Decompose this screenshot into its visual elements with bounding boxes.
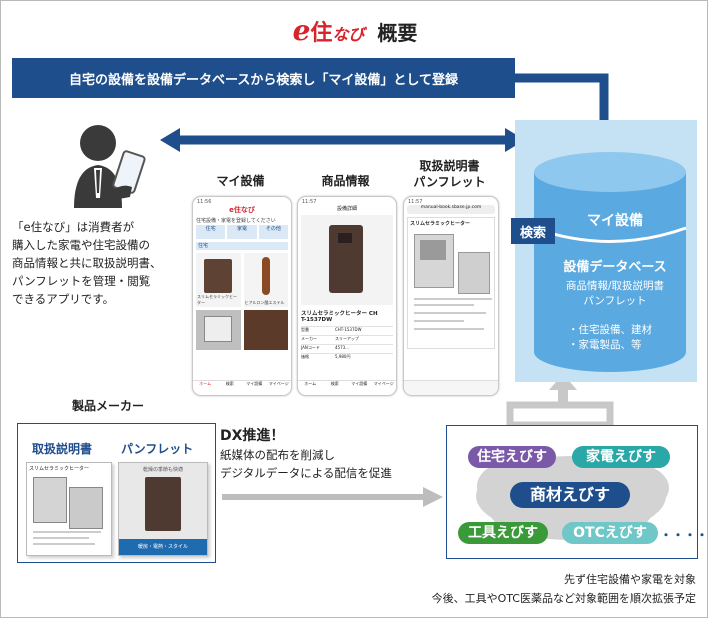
product-photo xyxy=(301,215,393,305)
statusbar-time: 11:57 xyxy=(408,199,423,205)
paper-manual: スリムセラミックヒーター xyxy=(26,462,112,556)
spec-value: スリーアップ xyxy=(335,336,359,341)
footer-line2: 今後、工具やOTC医薬品など対象範囲を順次拡張予定 xyxy=(431,592,696,605)
dx-arrowhead xyxy=(423,487,443,507)
category-bar[interactable]: 住宅 xyxy=(196,242,288,250)
manual-document: スリムセラミックヒーター xyxy=(407,217,495,349)
spec-value: CHT-1537DW xyxy=(335,327,362,332)
db-my-equipment: マイ設備 xyxy=(587,213,643,229)
equipment-card-name: ヒアルロン酸エステル xyxy=(244,300,285,305)
maker-box: 取扱説明書 パンフレット スリムセラミックヒーター 乾燥の季節も快適 暖房・電熱… xyxy=(17,423,216,563)
double-arrow-left-head xyxy=(160,128,180,152)
service-materials: 商材えびす xyxy=(510,482,630,508)
description-line: 「e住なび」は消費者が xyxy=(12,220,135,234)
db-bullet1: ・住宅設備、建材 xyxy=(568,324,652,336)
manual-label-line1: 取扱説明書 xyxy=(419,159,480,173)
paper-pamphlet: 乾燥の季節も快適 暖房・電熱・スタイル xyxy=(118,462,208,556)
phone-manual: 11:57 manual-book.sbase.jp.com スリムセラミックヒ… xyxy=(403,196,499,396)
pamphlet-bottom-text: 暖房・電熱・スタイル xyxy=(119,539,207,555)
description-line: パンフレットを管理・閲覧 xyxy=(12,274,151,288)
description-line: 購入した家電や住宅設備の xyxy=(12,238,150,252)
statusbar-time: 11:57 xyxy=(302,199,317,205)
nav-my-equipment[interactable]: マイ設備 xyxy=(246,381,263,386)
manual-doc-title: スリムセラミックヒーター xyxy=(410,221,471,227)
manual-label: 取扱説明書 パンフレット xyxy=(402,158,497,190)
service-housing: 住宅えびす xyxy=(468,446,556,468)
description-line: 商品情報と共に取扱説明書、 xyxy=(12,256,162,270)
page-title: e住なび 概要 xyxy=(0,14,710,47)
service-otc: OTCえびす xyxy=(562,522,658,544)
services-up-arrowhead xyxy=(549,374,577,390)
app-description: 「e住なび」は消費者が 購入した家電や住宅設備の 商品情報と共に取扱説明書、 パ… xyxy=(12,218,180,308)
spec-key: JANコード xyxy=(301,345,320,350)
dx-text: 紙媒体の配布を削減し デジタルデータによる配信を促進 xyxy=(220,446,392,482)
manual-label-line2: パンフレット xyxy=(413,175,486,189)
spec-value: 4573... xyxy=(335,345,349,350)
spec-key: 価格 xyxy=(301,354,309,359)
logo-nabi: なび xyxy=(332,25,365,44)
tab-housing[interactable]: 住宅 xyxy=(196,225,226,239)
nav-my-page[interactable]: マイページ xyxy=(268,381,289,386)
dx-line2: デジタルデータによる配信を促進 xyxy=(220,466,392,480)
db-title: 設備データベース xyxy=(563,260,667,275)
db-bullet2: ・家電製品、等 xyxy=(568,339,642,351)
services-ellipsis: ・・・・ xyxy=(660,528,709,542)
detail-header: 設備詳細 xyxy=(336,206,357,212)
phone-product-info: 11:57 設備詳細 スリムセラミックヒーター CH T-1537DW 型番 CH… xyxy=(297,196,397,396)
footer-line1: 先ず住宅設備や家電を対象 xyxy=(564,573,696,586)
equipment-card-photo[interactable] xyxy=(243,310,288,350)
nav-my-page[interactable]: マイページ xyxy=(373,381,394,386)
nav-search[interactable]: 検索 xyxy=(225,381,234,386)
spec-value: 5,980円 xyxy=(335,354,351,359)
spec-key: メーカー xyxy=(301,336,317,341)
top-banner: 自宅の設備を設備データベースから検索し「マイ設備」として登録 xyxy=(12,58,515,98)
nav-home[interactable]: ホーム xyxy=(304,381,317,386)
nav-home[interactable]: ホーム xyxy=(199,381,212,386)
description-line: できるアプリです。 xyxy=(12,292,115,306)
tab-other[interactable]: その他 xyxy=(258,225,288,239)
maker-manual-label: 取扱説明書 xyxy=(32,442,93,456)
logo-e: e xyxy=(292,14,311,47)
logo-ju: 住 xyxy=(310,21,333,46)
service-appliance: 家電えびす xyxy=(572,446,670,468)
product-name: スリムセラミックヒーター CH xyxy=(301,311,378,317)
search-tag: 検索 xyxy=(511,218,555,244)
product-info-label: 商品情報 xyxy=(321,174,370,188)
register-note: 住宅設備・家電を登録してください xyxy=(196,218,276,224)
dx-line1: 紙媒体の配布を削減し xyxy=(220,448,335,462)
database-cylinder-icon xyxy=(533,152,687,372)
nav-search[interactable]: 検索 xyxy=(330,381,339,386)
phone-my-equipment: 11:56 e住なび 住宅設備・家電を登録してください 住宅 家電 その他 住宅… xyxy=(192,196,292,396)
equipment-card[interactable]: ヒアルロン酸エステル xyxy=(243,253,288,307)
product-model: T-1537DW xyxy=(301,317,333,323)
nav-my-equipment[interactable]: マイ設備 xyxy=(351,381,368,386)
dx-title: DX推進！ xyxy=(220,428,285,444)
tab-appliance[interactable]: 家電 xyxy=(227,225,257,239)
app-logo: e住なび xyxy=(229,206,255,214)
equipment-card-photo[interactable] xyxy=(196,310,241,350)
paper-manual-title: スリムセラミックヒーター xyxy=(29,466,90,472)
my-equipment-label: マイ設備 xyxy=(216,174,265,188)
db-sub1: 商品情報/取扱説明書 xyxy=(565,280,665,292)
user-with-phone-icon xyxy=(74,125,146,208)
equipment-card[interactable]: スリムセラミックヒーター xyxy=(196,253,241,307)
maker-pamphlet-label: パンフレット xyxy=(121,442,194,456)
equipment-card-name: スリムセラミックヒーター xyxy=(197,294,237,305)
pamphlet-top-text: 乾燥の季節も快適 xyxy=(142,467,183,473)
db-sub2: パンフレット xyxy=(583,295,647,307)
title-text: 概要 xyxy=(377,21,418,45)
maker-label: 製品メーカー xyxy=(71,399,144,413)
spec-key: 型番 xyxy=(301,327,309,332)
statusbar-time: 11:56 xyxy=(197,199,212,205)
browser-url[interactable]: manual-book.sbase.jp.com xyxy=(407,205,495,214)
service-tools: 工具えびす xyxy=(458,522,548,544)
